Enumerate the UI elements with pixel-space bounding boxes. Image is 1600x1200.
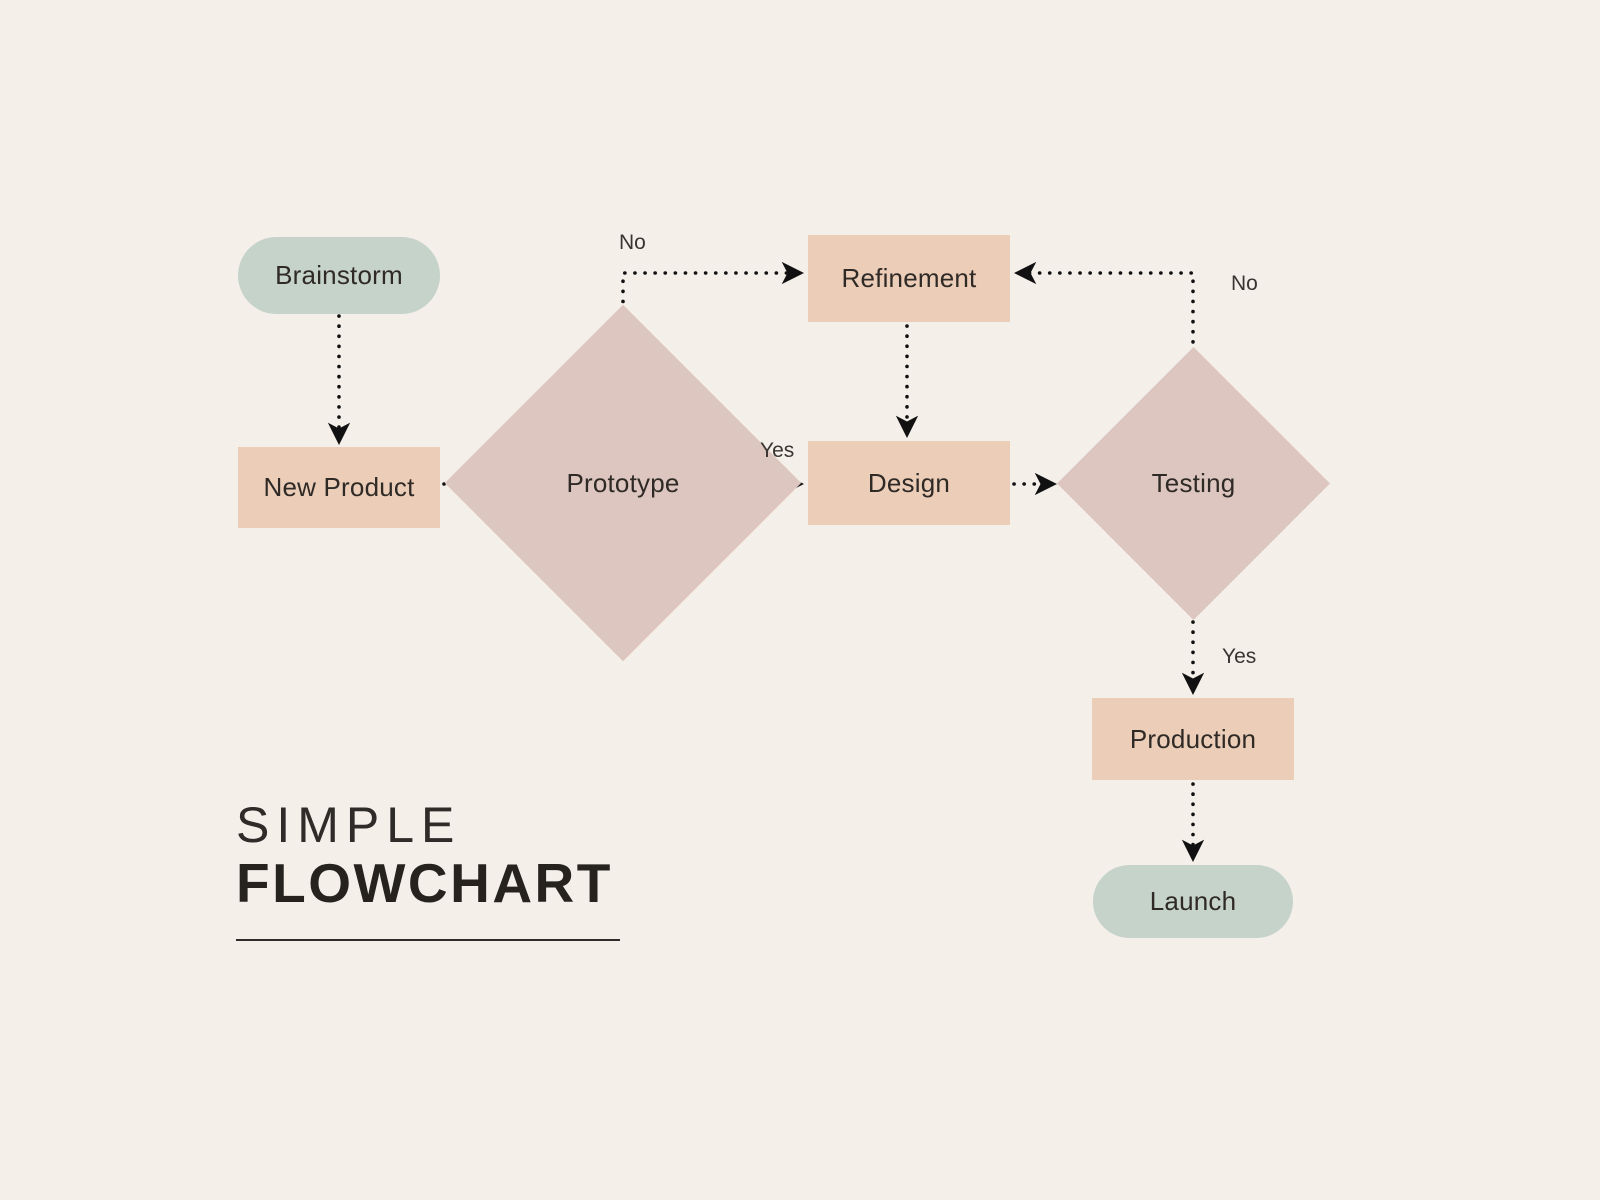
node-launch[interactable]: Launch — [1093, 865, 1293, 938]
node-design[interactable]: Design — [808, 441, 1010, 525]
title-line-flowchart: FLOWCHART — [236, 852, 613, 914]
title-block: SIMPLE FLOWCHART — [236, 797, 656, 942]
node-brainstorm[interactable]: Brainstorm — [238, 237, 440, 314]
edge-testing-no-to-refinement — [1013, 261, 1195, 354]
title-underline-rule — [236, 939, 620, 942]
node-brainstorm-label: Brainstorm — [275, 260, 403, 291]
node-prototype[interactable]: Prototype — [444, 304, 802, 662]
title-line-simple: SIMPLE — [236, 797, 462, 853]
edge-label-testing-yes: Yes — [1222, 645, 1257, 668]
node-refinement-label: Refinement — [841, 263, 977, 294]
node-testing-label: Testing — [1151, 468, 1236, 499]
node-refinement[interactable]: Refinement — [808, 235, 1010, 322]
node-production[interactable]: Production — [1092, 698, 1294, 780]
edge-label-testing-no: No — [1231, 272, 1258, 295]
node-launch-label: Launch — [1149, 886, 1237, 917]
node-prototype-label: Prototype — [566, 467, 680, 498]
node-design-label: Design — [867, 467, 951, 498]
node-new-product[interactable]: New Product — [238, 447, 440, 528]
edge-label-prototype-no: No — [619, 231, 646, 254]
node-testing[interactable]: Testing — [1057, 347, 1330, 620]
node-new-product-label: New Product — [263, 472, 415, 503]
node-production-label: Production — [1129, 723, 1257, 754]
edge-label-prototype-yes: Yes — [760, 439, 795, 462]
